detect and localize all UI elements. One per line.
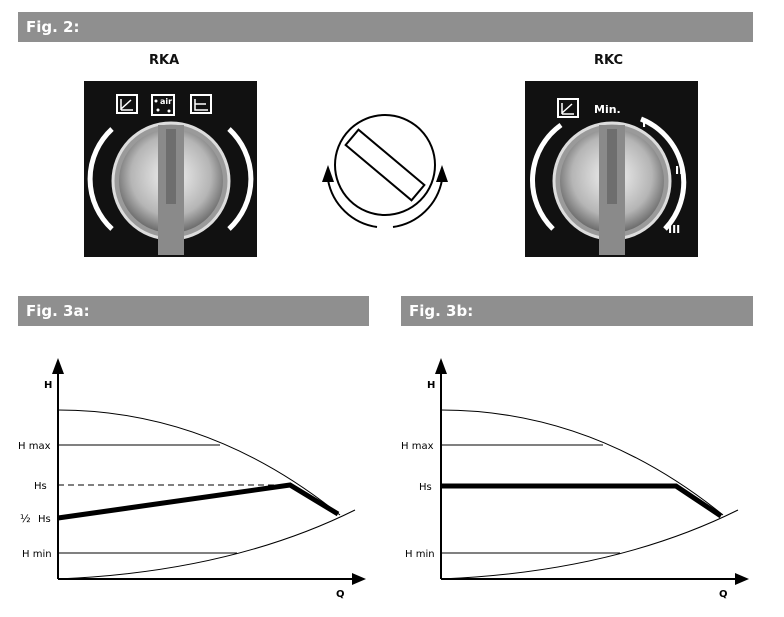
speed-2-label: II <box>675 164 683 177</box>
y-axis-label: H <box>44 380 52 391</box>
x-axis-label: Q <box>719 589 728 600</box>
fig2-title: Fig. 2: <box>26 18 80 36</box>
min-label: Min. <box>594 103 621 116</box>
fig3b-header: Fig. 3b: <box>401 296 753 326</box>
constant-icon <box>190 94 212 114</box>
fig3b-title: Fig. 3b: <box>409 302 474 320</box>
rka-control-panel: air <box>84 81 257 257</box>
half-hs-label: Hs <box>38 514 51 525</box>
svg-text:air: air <box>160 97 172 106</box>
hmin-label: H min <box>405 549 435 560</box>
hmin-label: H min <box>22 549 52 560</box>
fig3a-diagram: H Q H max Hs ½ Hs H min <box>18 358 366 600</box>
curve-icon <box>557 98 579 118</box>
speed-3-label: III <box>668 223 680 236</box>
air-vent-icon: air <box>151 94 175 116</box>
fig3a-header: Fig. 3a: <box>18 296 369 326</box>
curve-icon <box>116 94 138 114</box>
speed-1-label: I <box>642 117 646 130</box>
fig2-header: Fig. 2: <box>18 12 753 42</box>
rkc-dial-graphic: Min. I II III <box>530 98 687 255</box>
fig3a-title: Fig. 3a: <box>26 302 90 320</box>
rotation-symbol <box>322 114 448 228</box>
fig3b-diagram: H Q H max Hs H min <box>401 358 749 600</box>
rkc-control-panel: Min. I II III <box>525 81 698 257</box>
x-axis-label: Q <box>336 589 345 600</box>
rka-dial-graphic: air <box>87 94 254 255</box>
hmax-label: H max <box>18 441 51 452</box>
y-axis-label: H <box>427 380 435 391</box>
hmax-label: H max <box>401 441 434 452</box>
control-curve <box>57 482 340 521</box>
rkc-label: RKC <box>594 53 624 68</box>
rka-label: RKA <box>149 53 180 68</box>
half-fraction-label: ½ <box>20 512 31 525</box>
control-curve <box>441 483 723 519</box>
hs-label: Hs <box>419 482 432 493</box>
hs-label: Hs <box>34 481 47 492</box>
